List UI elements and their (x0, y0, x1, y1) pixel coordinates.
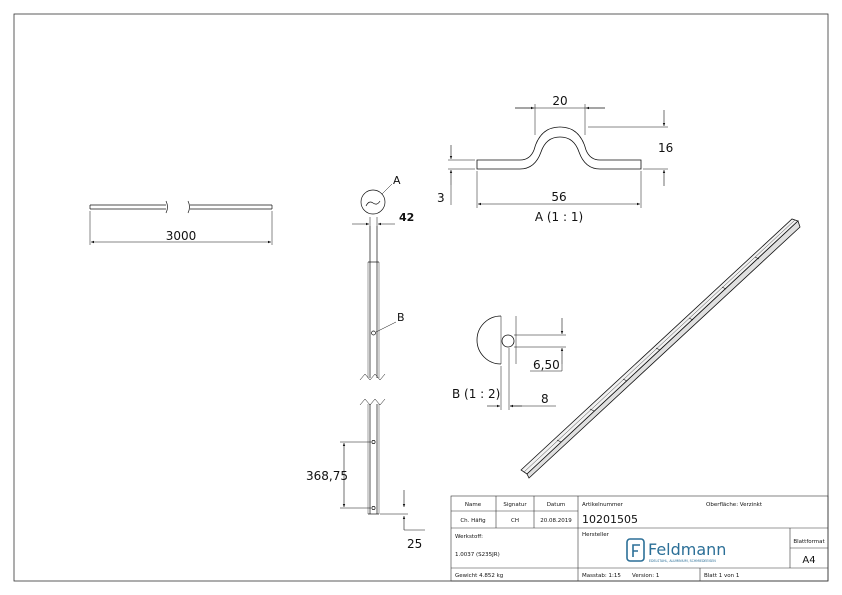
signature-header: Signatur (503, 502, 527, 508)
top-width-dimension: 20 (552, 94, 567, 108)
article-number: 10201505 (582, 513, 638, 526)
hole-offset-dimension: 8 (541, 392, 549, 406)
end-distance-dimension: 25 (407, 537, 422, 551)
drawn-by-signature: CH (511, 518, 519, 524)
version: Version: 1 (632, 573, 659, 579)
detail-b-title: B (1 : 2) (452, 387, 500, 401)
drawing-frame (13, 13, 829, 582)
material-value: 1.0037 (S235JR) (455, 552, 500, 558)
thickness-dimension: 3 (437, 191, 445, 205)
sheet-format-label: Blattformat (793, 539, 825, 545)
manufacturer-label: Hersteller (582, 532, 610, 538)
drawn-by-name: Ch. Häfig (460, 518, 485, 524)
side-view (89, 200, 273, 245)
surface-finish: Oberfläche: Verzinkt (706, 502, 763, 508)
logo-tagline: EDELSTAHL, ALUMINIUM, SCHMIEDEEISEN (649, 559, 716, 563)
sheet-format-value: A4 (802, 555, 815, 566)
detail-a-profile (448, 104, 668, 208)
weight: Gewicht 4.852 kg (455, 573, 503, 579)
logo-name: Feldmann (648, 540, 726, 559)
height-dimension: 16 (658, 141, 673, 155)
detail-a-title: A (1 : 1) (535, 210, 583, 224)
name-header: Name (465, 502, 482, 508)
drawing-date: 20.08.2019 (540, 518, 572, 524)
front-view (340, 183, 425, 531)
detail-a-marker: A (393, 174, 401, 187)
title-block (450, 495, 829, 582)
isometric-view (520, 218, 801, 479)
detail-b-hole (476, 315, 566, 410)
base-width-dimension: 56 (551, 190, 566, 204)
sheet-number: Blatt 1 von 1 (704, 573, 739, 579)
article-number-header: Artikelnummer (582, 502, 624, 508)
feldmann-logo: Feldmann EDELSTAHL, ALUMINIUM, SCHMIEDEE… (626, 538, 726, 563)
profile-width-dimension: 42 (399, 211, 414, 224)
date-header: Datum (547, 502, 566, 508)
material-label: Werkstoff: (455, 534, 483, 540)
overall-length-dimension: 3000 (166, 229, 197, 243)
hole-spacing-dimension: 368,75 (306, 469, 348, 483)
hole-diameter-dimension: 6,50 (533, 358, 560, 372)
detail-b-marker: B (397, 311, 405, 324)
scale: Masstab: 1:15 (582, 573, 621, 579)
